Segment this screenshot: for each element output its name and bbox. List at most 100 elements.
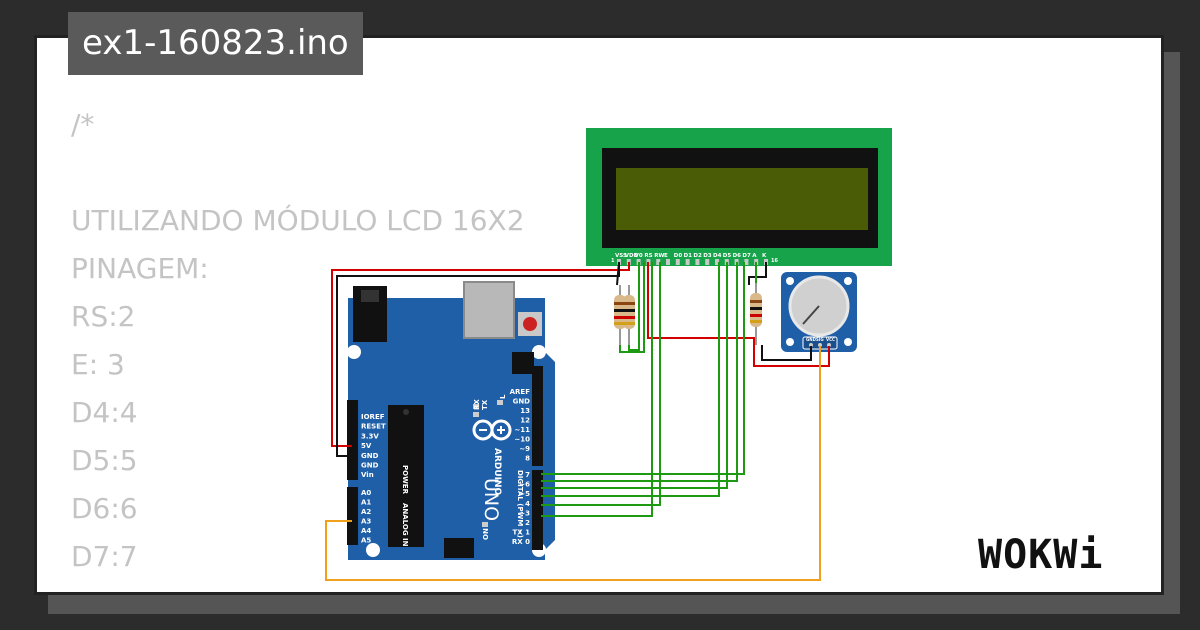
lcd-pin-rw [656, 259, 661, 265]
resistor-3[interactable] [750, 283, 762, 345]
analog-pin-label: A0 [361, 489, 371, 497]
digital-pin-label: 2 [525, 519, 530, 527]
mount-hole-1 [347, 345, 361, 359]
pot-pin-gnd: GND [806, 337, 817, 342]
lcd-pin-label-k: K [762, 253, 767, 259]
digital-pin-label: 12 [520, 417, 530, 425]
lcd-pin-label-vss: VSS [615, 253, 627, 259]
mount-hole-3 [366, 543, 380, 557]
lcd-pin-label-e: E [664, 253, 668, 259]
lcd-pin-label-d7: D7 [742, 253, 751, 259]
wire-data-2 [541, 262, 728, 489]
wire-pot-signal [325, 346, 821, 581]
analog-pin-label: A1 [361, 499, 371, 507]
wire-data-5 [541, 262, 653, 517]
l-led-label: L [499, 394, 507, 399]
icsp-header [512, 352, 534, 374]
digital-pin-label: 8 [525, 455, 530, 463]
lcd-pin-label-d3: D3 [703, 253, 712, 259]
code-line-1: /* [71, 108, 95, 141]
wire-data-1 [541, 262, 738, 482]
digital-pin-label: ~5 [519, 490, 530, 498]
potentiometer[interactable]: GND SIG VCC [781, 272, 857, 352]
wire-pot-gnd [761, 345, 812, 361]
digital-header-high [532, 366, 543, 466]
lcd-pin-d2 [695, 259, 700, 265]
lcd-pin-label-d4: D4 [713, 253, 722, 259]
power-pin-label: RESET [361, 423, 386, 431]
lcd-pin-d1 [685, 259, 690, 265]
analog-title: ANALOG IN [401, 503, 409, 547]
analog-pin-label: A2 [361, 508, 371, 516]
digital-pin-label: RX 0 [512, 538, 530, 546]
wire-data-3 [541, 262, 720, 497]
digital-pin-label: 13 [520, 407, 530, 415]
lcd-pin-label-v0: V0 [635, 253, 643, 259]
code-line-8: D5:5 [71, 444, 138, 477]
code-line-3: UTILIZANDO MÓDULO LCD 16X2 [71, 204, 525, 237]
lcd-pin-label-rs: RS [644, 253, 652, 259]
digital-pin-label: 4 [525, 500, 530, 508]
lcd-pin-d0 [675, 259, 680, 265]
lcd-pin-label-d6: D6 [733, 253, 742, 259]
lcd-pin-last-label: 16 [771, 258, 778, 264]
analog-pin-label: A4 [361, 527, 371, 535]
code-line-10: D7:7 [71, 540, 138, 573]
analog-header [347, 487, 358, 545]
lcd-pin-d7 [744, 259, 749, 265]
digital-title: DIGITAL (PWM ~) [516, 470, 524, 538]
lcd-pin-first-label: 1 [611, 258, 615, 264]
power-pin-label: GND [361, 462, 379, 470]
lcd-pin-label-vdd: VDD [625, 253, 639, 259]
resistor-2[interactable] [623, 285, 635, 345]
arduino-model-label: UNO [480, 478, 502, 521]
lcd-pin-label-a: A [752, 253, 757, 259]
arduino-uno[interactable]: TX RX L ON ARDUINO UNO IOREFRESET3.3V5VG… [347, 281, 555, 560]
digital-pin-label: ~6 [519, 481, 530, 489]
power-pin-label: IOREF [361, 413, 385, 421]
code-line-9: D6:6 [71, 492, 138, 525]
wire-res2 [628, 262, 640, 351]
digital-pin-label: 7 [525, 471, 530, 479]
usb-port [463, 281, 515, 339]
power-header [347, 400, 358, 480]
lcd-pin-d4 [715, 259, 719, 265]
lcd-pin-label-rw: RW [654, 253, 664, 259]
wires [325, 261, 830, 581]
code-line-6: E: 3 [71, 348, 125, 381]
mount-hole-2 [532, 345, 546, 359]
lcd-pin-label-d1: D1 [684, 253, 693, 259]
code-line-7: D4:4 [71, 396, 138, 429]
digital-pin-label: ~9 [519, 445, 530, 453]
digital-pin-label: ~11 [514, 426, 530, 434]
digital-pin-label: AREF [510, 388, 531, 396]
atmega-chip [388, 405, 424, 547]
power-pin-label: 5V [361, 442, 372, 450]
lcd-pin-label-d2: D2 [693, 253, 702, 259]
wire-5v [331, 262, 630, 447]
analog-pin-label: A3 [361, 518, 371, 526]
wire-k [748, 262, 767, 285]
lcd-screen [616, 168, 868, 230]
wire-pot-vcc [647, 262, 830, 367]
wire-data-0 [541, 262, 745, 475]
arduino-logo-icon [472, 419, 512, 441]
pot-pin-sig: SIG [816, 337, 824, 342]
wokwi-logo: WOKWi [978, 532, 1103, 578]
wire-data-4 [541, 262, 661, 506]
digital-header-low [532, 470, 543, 550]
lcd-pin-label-d5: D5 [723, 253, 732, 259]
analog-pin-label: A5 [361, 537, 371, 545]
code-line-5: RS:2 [71, 300, 136, 333]
wire-res1 [619, 262, 645, 353]
digital-pin-label: ~3 [519, 509, 530, 517]
lcd-pin-label-d0: D0 [674, 253, 683, 259]
digital-pin-label: GND [513, 398, 531, 406]
sketch-title[interactable]: ex1-160823.ino [68, 12, 363, 75]
digital-pin-label: ~10 [514, 436, 530, 444]
code-line-4: PINAGEM: [71, 252, 209, 285]
rx-led-label: RX [473, 399, 481, 410]
pot-pin-vcc: VCC [826, 337, 835, 342]
